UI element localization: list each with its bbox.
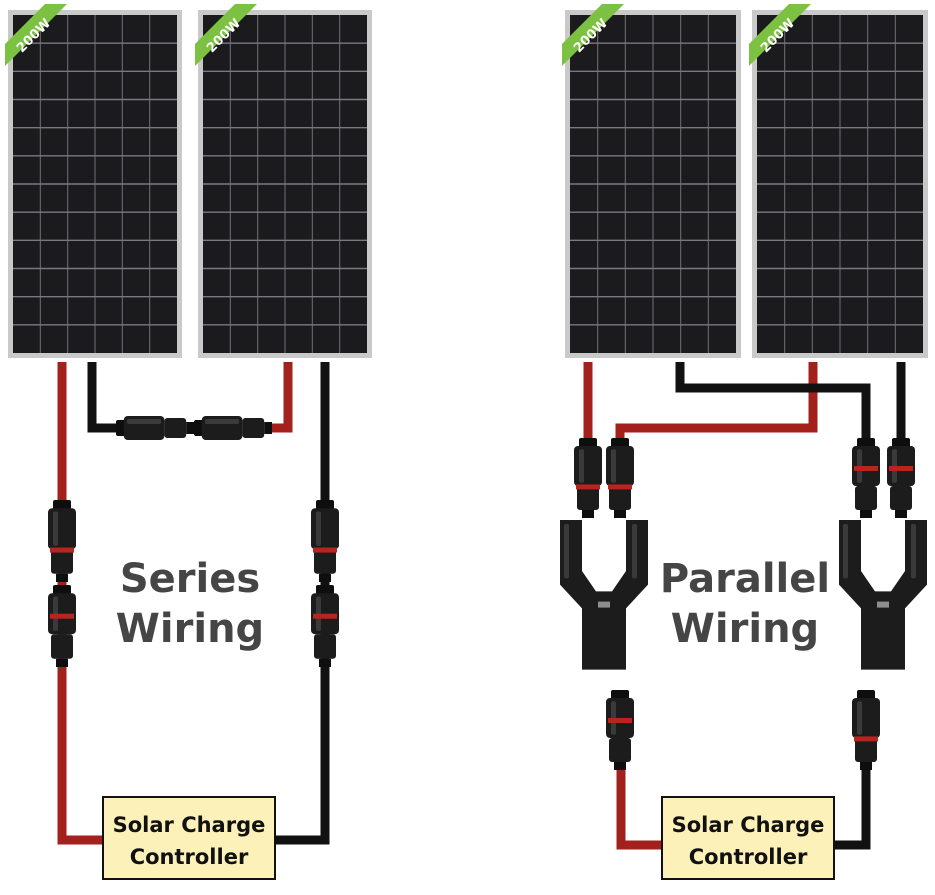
parallel-positive-output-wire bbox=[616, 760, 664, 850]
parallel-wiring-label: Parallel Wiring bbox=[660, 556, 830, 652]
series-link-wire-black bbox=[87, 362, 118, 433]
series-negative-mc4-top bbox=[311, 500, 339, 582]
parallel-controller-line1: Solar Charge bbox=[672, 813, 825, 837]
series-mc4-male-connector bbox=[116, 416, 194, 440]
series-controller-line1: Solar Charge bbox=[113, 813, 266, 837]
series-label-line2: Wiring bbox=[116, 606, 264, 652]
parallel-black-mc4-b bbox=[887, 438, 915, 518]
parallel-label-line1: Parallel bbox=[660, 556, 830, 602]
series-negative-mc4-bottom bbox=[311, 585, 339, 667]
connectors bbox=[48, 416, 927, 770]
parallel-controller-box bbox=[661, 796, 835, 880]
parallel-red-mc4-b bbox=[606, 438, 634, 518]
parallel-black-mc4-a bbox=[852, 438, 880, 518]
parallel-controller-line2: Controller bbox=[689, 845, 808, 869]
parallel-positive-branch-connector bbox=[560, 520, 648, 670]
parallel-label-line2: Wiring bbox=[671, 606, 819, 652]
solar-panel-parallel-right: 200W bbox=[749, 4, 928, 358]
parallel-negative-output-mc4 bbox=[852, 690, 880, 770]
parallel-red-mc4-a bbox=[574, 438, 602, 518]
series-positive-mc4-bottom bbox=[48, 585, 76, 667]
parallel-red-wire-b bbox=[615, 362, 818, 455]
parallel-negative-branch-connector bbox=[839, 520, 927, 670]
series-mc4-female-connector bbox=[194, 416, 272, 440]
series-positive-mc4-top bbox=[48, 500, 76, 582]
parallel-positive-output-mc4 bbox=[606, 690, 634, 770]
badge-ribbon bbox=[562, 4, 624, 66]
series-controller-box bbox=[102, 796, 276, 880]
solar-panel-parallel-left: 200W bbox=[562, 4, 741, 358]
solar-panel-series-right: 200W bbox=[195, 4, 372, 358]
parallel-negative-output-wire bbox=[835, 760, 871, 850]
badge-ribbon bbox=[195, 4, 257, 66]
series-link-wire-red bbox=[268, 362, 293, 433]
wires bbox=[57, 362, 906, 850]
parallel-black-wire-a bbox=[675, 362, 871, 455]
badge-ribbon bbox=[5, 4, 67, 66]
badge-ribbon bbox=[749, 4, 811, 66]
series-controller-line2: Controller bbox=[130, 845, 249, 869]
series-wiring-label: Series Wiring bbox=[116, 556, 264, 652]
parallel-charge-controller: Solar Charge Controller bbox=[661, 796, 835, 880]
solar-panel-series-left: 200W bbox=[5, 4, 182, 358]
series-charge-controller: Solar Charge Controller bbox=[102, 796, 276, 880]
series-label-line1: Series bbox=[120, 556, 260, 602]
